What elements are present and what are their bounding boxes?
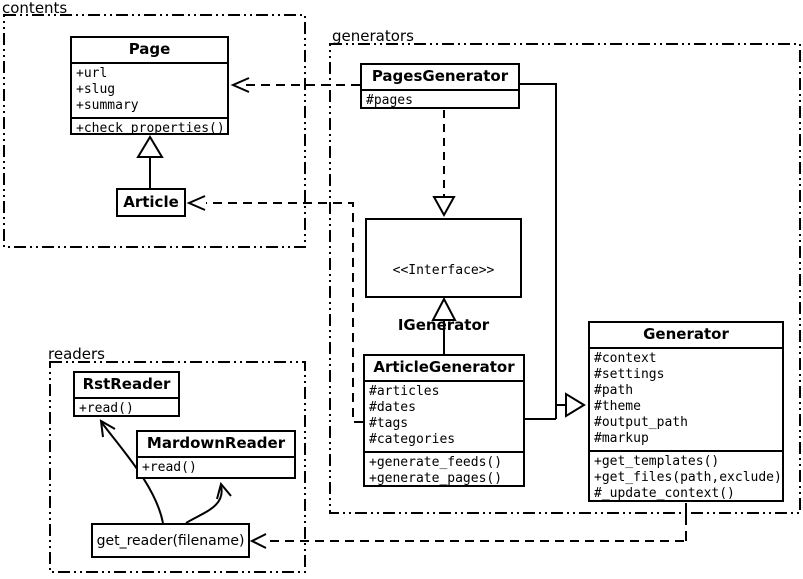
class-mardownreader: MardownReader +read(): [136, 430, 296, 479]
class-pagesgenerator-title: PagesGenerator: [371, 67, 509, 85]
interface-igenerator-title: IGenerator: [397, 316, 490, 334]
dependency-pagesgenerator-page-arrowhead: [230, 77, 250, 93]
interface-stereotype: <<Interface>>: [392, 263, 495, 278]
package-border-contents: [3, 14, 306, 248]
class-generator-attributes: #context #settings #path #theme #output_…: [590, 347, 782, 450]
package-label-readers: readers: [48, 345, 105, 363]
dependency-generator-getreader-arrowhead: [249, 533, 267, 549]
method: +generate_feeds(): [369, 455, 503, 470]
function-box-get-reader-label: get_reader(filename): [96, 532, 245, 549]
attribute: #articles: [369, 384, 440, 399]
class-rstreader: RstReader +read(): [73, 371, 180, 417]
attribute: #settings: [594, 367, 665, 382]
class-mardownreader-methods: +read(): [138, 456, 294, 479]
attribute: #context: [594, 351, 657, 366]
class-page: Page +url +slug +summary +check_properti…: [70, 36, 229, 136]
generalization-articlegenerator-igenerator-arrowhead: [431, 296, 457, 321]
dependency-articlegenerator-article-arrowhead: [186, 195, 206, 211]
attribute: #dates: [369, 400, 416, 415]
class-articlegenerator: ArticleGenerator #articles #dates #tags …: [363, 354, 525, 487]
realization-pagesgenerator-igenerator-arrowhead: [432, 196, 456, 218]
attribute: #categories: [369, 432, 456, 447]
attribute: +url: [76, 66, 108, 81]
class-articlegenerator-methods: +generate_feeds() +generate_pages(): [365, 451, 523, 490]
attribute: #tags: [369, 416, 409, 431]
class-article-title: Article: [123, 193, 179, 211]
class-pagesgenerator: PagesGenerator #pages: [360, 63, 520, 109]
package-label-contents: contents: [2, 0, 68, 17]
class-mardownreader-title: MardownReader: [146, 434, 286, 452]
package-border-readers: [49, 361, 306, 573]
method: +get_templates(): [594, 454, 720, 469]
attribute: #pages: [366, 93, 413, 108]
class-generator: Generator #context #settings #path #them…: [588, 321, 784, 502]
method: +read(): [79, 401, 134, 416]
function-box-get-reader: get_reader(filename): [91, 523, 250, 558]
class-articlegenerator-attributes: #articles #dates #tags #categories: [365, 380, 523, 451]
attribute: +summary: [76, 98, 139, 113]
method: +read(): [142, 460, 197, 475]
attribute: #path: [594, 383, 634, 398]
class-article: Article: [116, 188, 186, 217]
package-border-generators: [329, 43, 801, 514]
generalization-article-page-arrowhead: [136, 135, 164, 158]
class-page-title: Page: [128, 40, 171, 58]
attribute: +slug: [76, 82, 116, 97]
class-page-attributes: +url +slug +summary: [72, 62, 227, 117]
class-rstreader-title: RstReader: [82, 375, 171, 393]
arrow-getreader-mardownreader-arrowhead: [216, 481, 232, 500]
generalization-generator-arrowhead: [565, 392, 586, 418]
attribute: #theme: [594, 399, 641, 414]
line-pagesgenerator-generator: [520, 83, 557, 419]
class-page-methods: +check_properties(): [72, 117, 227, 140]
class-generator-title: Generator: [643, 325, 729, 343]
method: +check_properties(): [76, 121, 225, 136]
interface-igenerator: <<Interface>> IGenerator +generate_conte…: [365, 218, 522, 412]
package-label-generators: generators: [332, 27, 414, 45]
class-pagesgenerator-attributes: #pages: [362, 89, 518, 112]
attribute: #markup: [594, 431, 649, 446]
method: #_update_context(): [594, 486, 735, 501]
arrow-getreader-mardownreader-curve: [185, 485, 223, 524]
method: +generate_pages(): [369, 471, 503, 486]
method: +get_files(path,exclude): [594, 470, 782, 485]
class-generator-methods: +get_templates() +get_files(path,exclude…: [590, 450, 782, 505]
arrow-getreader-rstreader-arrowhead: [99, 419, 116, 438]
class-articlegenerator-title: ArticleGenerator: [373, 358, 515, 376]
dependency-articlegenerator-article-line: [206, 202, 363, 423]
attribute: #output_path: [594, 415, 688, 430]
class-rstreader-methods: +read(): [75, 397, 178, 420]
interface-igenerator-header: <<Interface>> IGenerator: [367, 220, 520, 377]
